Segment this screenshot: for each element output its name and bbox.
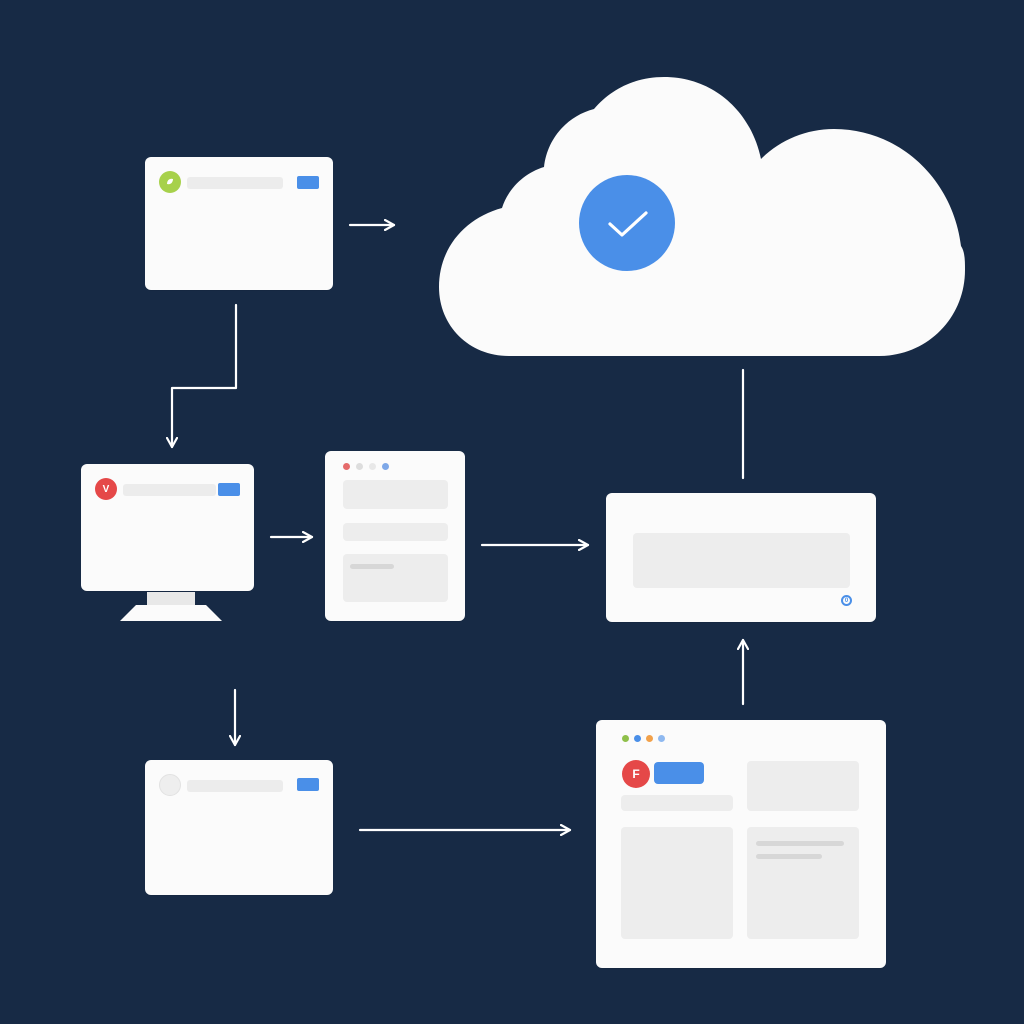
browser-dot-green — [622, 735, 629, 742]
check-badge — [579, 175, 675, 271]
browser-dot-orange — [646, 735, 653, 742]
monitor-status-label: V — [102, 483, 110, 495]
browser-app-card: F — [596, 720, 886, 968]
monitor-status-badge: V — [95, 478, 117, 500]
browser-status-badge: F — [622, 760, 650, 788]
browser-primary-button — [654, 762, 704, 784]
browser-right-line-2 — [756, 854, 822, 859]
browser-subheader-block — [621, 795, 733, 811]
service-indicator-label: 0 — [844, 597, 849, 604]
document-red-dot — [343, 463, 350, 470]
monitor-address-bar — [123, 484, 216, 496]
browser-dot-light-blue — [658, 735, 665, 742]
bottom-card — [145, 760, 333, 895]
document-grey-dot — [356, 463, 363, 470]
leaf-glyph — [167, 178, 173, 185]
top-address-bar — [187, 177, 283, 189]
service-indicator: 0 — [841, 595, 852, 606]
leaf-icon — [159, 171, 181, 193]
cloud-icon — [439, 77, 965, 356]
top-action-button — [297, 176, 319, 189]
service-content-block — [633, 533, 850, 588]
browser-dot-blue — [634, 735, 641, 742]
service-panel: 0 — [606, 493, 876, 622]
document-light-dot — [369, 463, 376, 470]
browser-right-line-1 — [756, 841, 844, 846]
document-card — [325, 451, 465, 621]
top-browser-header — [159, 171, 319, 193]
monitor-header: V — [95, 478, 240, 500]
monitor-icon — [120, 592, 222, 621]
bottom-action-button — [297, 778, 319, 791]
outline-icon — [159, 774, 181, 796]
document-text-line — [350, 564, 394, 569]
browser-status-label: F — [632, 767, 640, 781]
browser-top-right-block — [747, 761, 859, 811]
browser-left-panel — [621, 827, 733, 939]
cloud-destination — [435, 77, 965, 357]
monitor-card: V — [81, 464, 254, 591]
bottom-address-bar — [187, 780, 283, 792]
document-block-top — [343, 480, 448, 509]
document-block-bottom — [343, 554, 448, 602]
check-icon — [608, 211, 648, 237]
document-blue-dot — [382, 463, 389, 470]
document-block-middle — [343, 523, 448, 541]
monitor-action-button — [218, 483, 240, 496]
document-window-controls — [343, 463, 389, 470]
monitor-stand — [120, 592, 222, 622]
arrow-top-card-to-monitor — [172, 303, 238, 449]
top-browser-card — [145, 157, 333, 290]
